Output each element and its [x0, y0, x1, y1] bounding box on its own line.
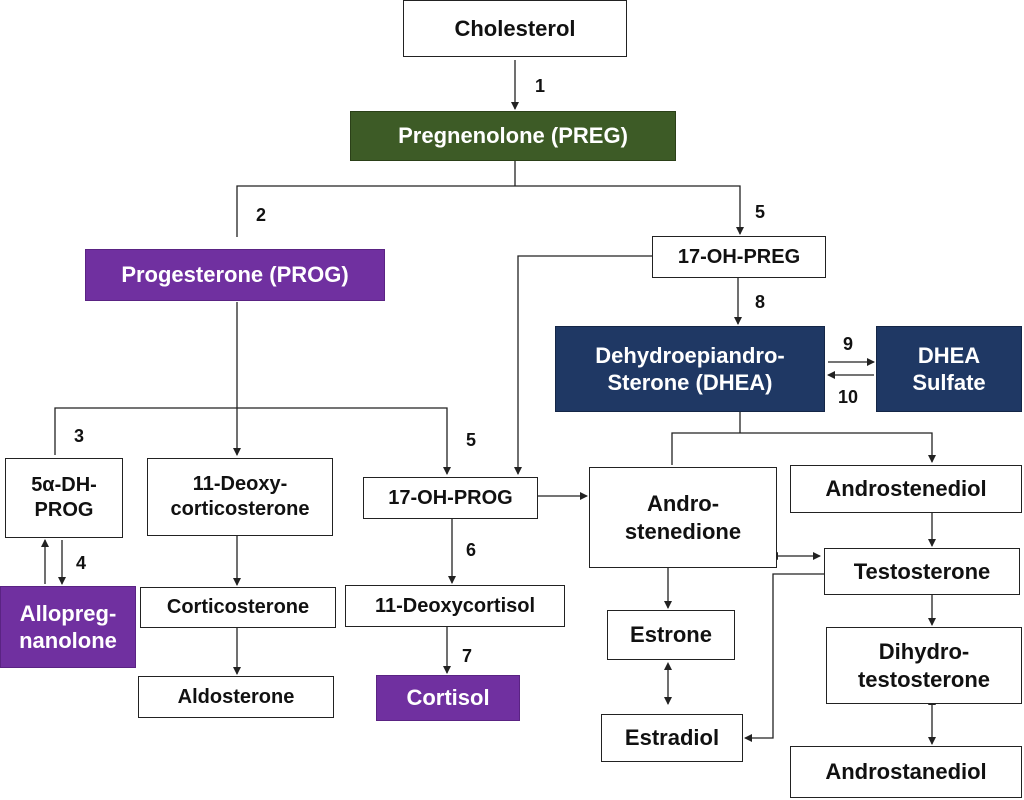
- step-label-5-mid: 5: [466, 430, 477, 450]
- arrow-ohpreg-ohprog: [514, 255, 652, 475]
- arrow-testosterone-estradiol: [744, 573, 824, 742]
- node-5a-dh-prog: 5α-DH- PROG: [5, 458, 123, 538]
- step-label-7: 7: [462, 646, 473, 666]
- node-estradiol: Estradiol: [601, 714, 743, 762]
- node-aldosterone: Aldosterone: [138, 676, 334, 718]
- node-dhea-sulfate: DHEA Sulfate: [876, 326, 1022, 412]
- step-label-10: 10: [838, 387, 859, 407]
- node-androstanediol: Androstanediol: [790, 746, 1022, 798]
- step-label-8: 8: [755, 292, 766, 312]
- node-androstenedione: Andro- stenedione: [589, 467, 777, 568]
- node-11-deoxycortisol: 11-Deoxycortisol: [345, 585, 565, 627]
- node-cholesterol: Cholesterol: [403, 0, 627, 57]
- step-label-9: 9: [843, 334, 854, 354]
- node-11-deoxycorticosterone: 11-Deoxy- corticosterone: [147, 458, 333, 536]
- node-testosterone: Testosterone: [824, 548, 1020, 595]
- dhea-split-bar: [671, 432, 936, 465]
- node-dihydrotestosterone: Dihydro- testosterone: [826, 627, 1022, 704]
- node-androstenediol: Androstenediol: [790, 465, 1022, 513]
- step-label-6: 6: [466, 540, 477, 560]
- node-allopregnanolone: Allopreg- nanolone: [0, 586, 136, 668]
- prog-split-bar: [54, 407, 451, 475]
- step-label-4: 4: [76, 553, 87, 573]
- node-cortisol: Cortisol: [376, 675, 520, 721]
- node-corticosterone: Corticosterone: [140, 587, 336, 628]
- preg-split-bar: [236, 185, 744, 237]
- node-progesterone: Progesterone (PROG): [85, 249, 385, 301]
- node-dhea: Dehydroepiandro- Sterone (DHEA): [555, 326, 825, 412]
- node-estrone: Estrone: [607, 610, 735, 660]
- node-17-oh-preg: 17-OH-PREG: [652, 236, 826, 278]
- step-label-2: 2: [256, 205, 267, 225]
- step-label-5-top: 5: [755, 202, 766, 222]
- step-label-1: 1: [535, 76, 546, 96]
- node-17-oh-prog: 17-OH-PROG: [363, 477, 538, 519]
- step-label-3: 3: [74, 426, 85, 446]
- node-pregnenolone: Pregnenolone (PREG): [350, 111, 676, 161]
